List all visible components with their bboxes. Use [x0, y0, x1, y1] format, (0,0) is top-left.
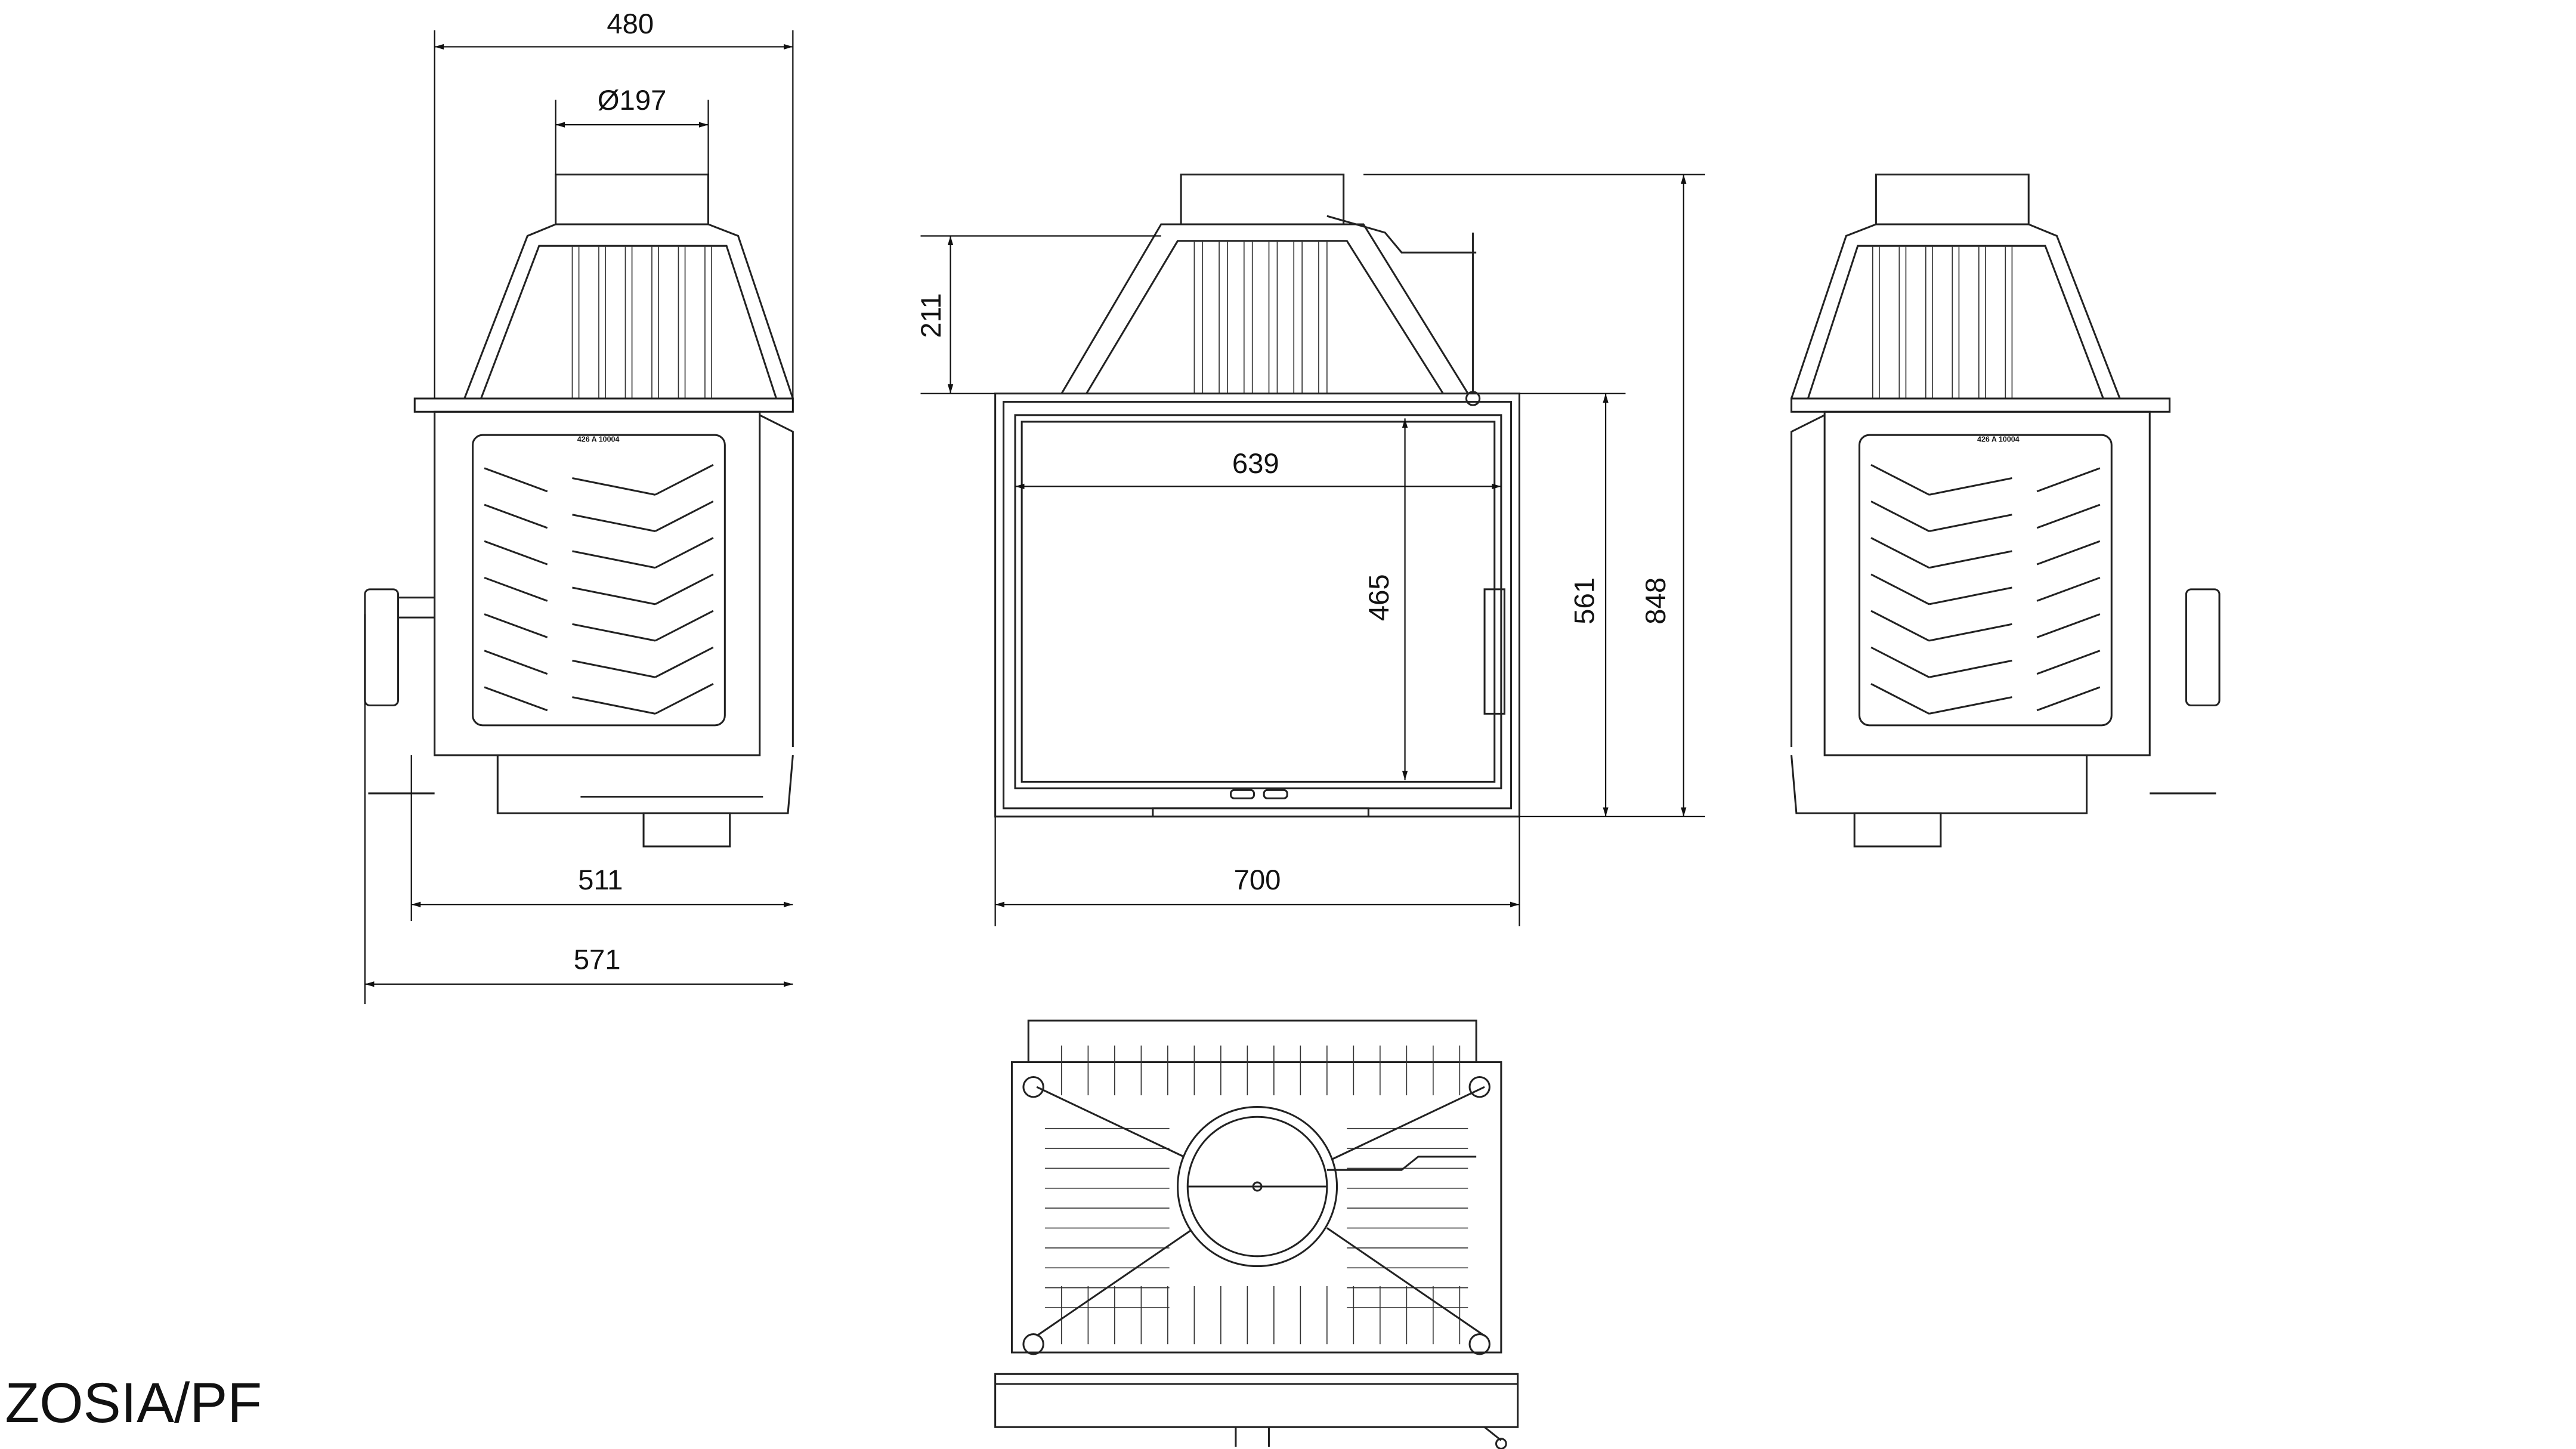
slot — [2036, 503, 2101, 529]
slot — [1929, 514, 2012, 533]
plan-view — [994, 1019, 1519, 1449]
slot — [1929, 586, 2012, 605]
dim-511: 511 — [578, 864, 623, 896]
slot — [654, 500, 714, 532]
dim-848: 848 — [1640, 577, 1672, 625]
slot — [1929, 550, 2012, 569]
slot — [1870, 500, 1930, 532]
slot — [572, 659, 655, 678]
slot — [654, 646, 714, 678]
slot — [1870, 573, 1930, 605]
slot — [1870, 646, 1930, 678]
slot — [484, 650, 548, 675]
slot — [1870, 464, 1930, 496]
slot — [572, 696, 655, 715]
dim-700: 700 — [1234, 864, 1281, 896]
model-title: ZOSIA/PF — [5, 1371, 262, 1435]
dim-465: 465 — [1363, 574, 1395, 621]
slot — [654, 464, 714, 496]
slot — [2036, 467, 2101, 493]
slot — [1929, 623, 2012, 642]
dimensions-left: 480 Ø197 511 571 — [364, 8, 794, 1005]
dim-flue-diameter: Ø197 — [598, 85, 667, 116]
slot — [2036, 650, 2101, 675]
slot — [1929, 477, 2012, 496]
side-view-left: 426 A 10004 — [364, 174, 794, 848]
slot — [1929, 659, 2012, 678]
slot — [572, 586, 655, 605]
slot — [484, 503, 548, 529]
slot — [654, 573, 714, 605]
slot — [2036, 613, 2101, 638]
slot — [484, 576, 548, 602]
slot — [484, 467, 548, 493]
side-view-right — [1790, 174, 2221, 848]
front-view — [994, 174, 1520, 818]
dim-561: 561 — [1569, 577, 1601, 625]
dim-211: 211 — [916, 293, 947, 338]
slot — [1870, 610, 1930, 642]
slot — [2036, 686, 2101, 712]
slot — [2036, 540, 2101, 566]
dim-571: 571 — [574, 944, 621, 976]
dimensions-front: 211 639 465 561 848 700 — [916, 174, 1705, 926]
slot — [572, 623, 655, 642]
dim-639: 639 — [1232, 448, 1279, 480]
slot — [654, 537, 714, 569]
slot — [484, 613, 548, 638]
slot — [484, 540, 548, 566]
slot — [572, 550, 655, 569]
slot — [2036, 576, 2101, 602]
dim-480: 480 — [607, 8, 654, 40]
slot — [654, 683, 714, 715]
slot — [484, 686, 548, 712]
slot — [654, 610, 714, 642]
slot — [572, 514, 655, 533]
slot — [1870, 537, 1930, 569]
slot — [1870, 683, 1930, 715]
slot — [1929, 696, 2012, 715]
slot — [572, 477, 655, 496]
plate-code-right: 426 A 10004 — [1977, 435, 2020, 443]
plate-code: 426 A 10004 — [577, 435, 620, 443]
